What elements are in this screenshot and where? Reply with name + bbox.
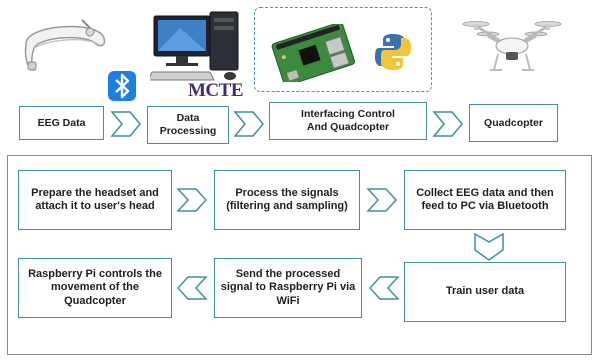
eeg-data-box: EEG Data: [19, 106, 104, 140]
chevron-right-icon: [110, 111, 141, 137]
interfacing-control-box: Interfacing Control And Quadcopter: [269, 102, 427, 140]
data-processing-box: Data Processing: [147, 106, 229, 144]
chevron-left-icon: [368, 276, 400, 300]
data-processing-label: Data Processing: [159, 112, 217, 137]
step-process-signals: Process the signals (filtering and sampl…: [214, 170, 360, 230]
raspberry-python-group: [254, 7, 432, 92]
step-send-processed: Send the processed signal to Raspberry P…: [214, 258, 362, 318]
step-train-user-data: Train user data: [404, 262, 566, 322]
chevron-right-icon: [233, 111, 264, 137]
eeg-data-label: EEG Data: [37, 116, 86, 129]
step-raspberry-controls-label: Raspberry Pi controls the movement of th…: [28, 267, 162, 307]
step-process-signals-label: Process the signals (filtering and sampl…: [226, 186, 348, 212]
desktop-computer-icon: [150, 11, 239, 81]
bluetooth-icon: [108, 71, 136, 101]
chevron-left-icon: [176, 276, 208, 300]
quadcopter-label: Quadcopter: [484, 116, 543, 129]
chevron-right-icon: [432, 111, 463, 137]
eeg-headset-icon: [24, 19, 106, 71]
quadcopter-drone-icon: [462, 21, 562, 71]
process-flow-frame: [7, 155, 592, 355]
interfacing-control-line2: And Quadcopter: [306, 121, 390, 133]
step-raspberry-controls: Raspberry Pi controls the movement of th…: [18, 258, 172, 318]
python-icon: [375, 34, 411, 70]
chevron-right-icon: [176, 188, 208, 212]
step-train-user-data-label: Train user data: [445, 285, 525, 298]
step-collect-eeg-label: Collect EEG data and then feed to PC via…: [416, 186, 554, 212]
quadcopter-box: Quadcopter: [469, 104, 558, 142]
step-collect-eeg: Collect EEG data and then feed to PC via…: [404, 170, 566, 230]
step-prepare-headset-label: Prepare the headset and attach it to use…: [31, 186, 159, 212]
chevron-down-icon: [474, 232, 504, 261]
step-prepare-headset: Prepare the headset and attach it to use…: [18, 170, 172, 230]
interfacing-control-line1: Interfacing Control: [301, 108, 395, 121]
mcte-logo: MCTE: [186, 79, 244, 103]
mcte-logo-text: MCTE: [188, 80, 244, 101]
raspberry-pi-board-icon: [271, 24, 356, 82]
chevron-right-icon: [366, 188, 398, 212]
step-send-processed-label: Send the processed signal to Raspberry P…: [220, 267, 356, 307]
